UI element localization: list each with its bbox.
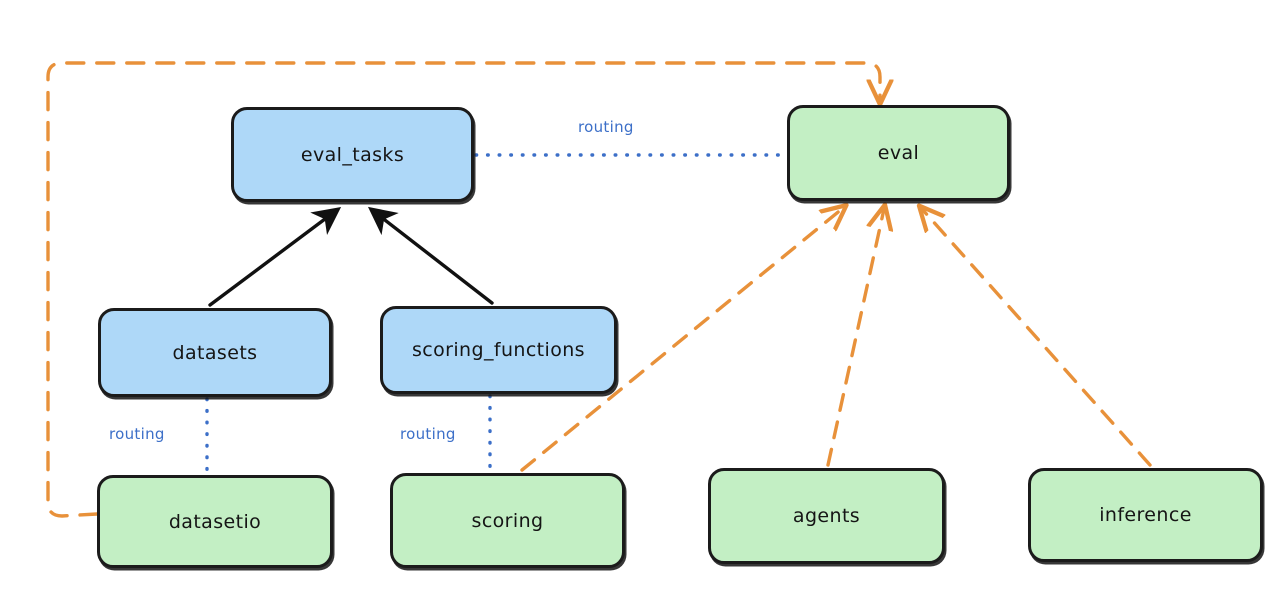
node-label: datasetio bbox=[168, 510, 262, 533]
node-inference[interactable]: inference bbox=[1028, 468, 1263, 562]
node-scoring[interactable]: scoring bbox=[390, 473, 625, 568]
node-label: scoring bbox=[471, 509, 544, 532]
node-label: datasets bbox=[172, 341, 258, 364]
node-label: inference bbox=[1099, 504, 1192, 526]
node-label: agents bbox=[792, 505, 861, 527]
node-scoring-functions[interactable]: scoring_functions bbox=[380, 306, 617, 394]
node-eval-tasks[interactable]: eval_tasks bbox=[231, 107, 474, 202]
edge-inference-to-eval bbox=[922, 209, 1152, 467]
node-label: eval_tasks bbox=[300, 143, 405, 166]
node-agents[interactable]: agents bbox=[708, 468, 945, 564]
edge-label-routing-scoring: routing bbox=[400, 425, 456, 443]
edge-label-routing-eval: routing bbox=[578, 118, 634, 136]
node-datasets[interactable]: datasets bbox=[98, 308, 332, 397]
edge-datasets-to-eval_tasks bbox=[208, 206, 342, 307]
node-label: scoring_functions bbox=[412, 339, 585, 361]
edge-agents-to-eval bbox=[826, 209, 884, 467]
edge-label-routing-datasetio: routing bbox=[109, 425, 165, 443]
edge-scoring_functions-to-eval_tasks bbox=[367, 206, 494, 305]
node-eval[interactable]: eval bbox=[787, 105, 1010, 201]
node-datasetio[interactable]: datasetio bbox=[97, 475, 333, 568]
node-label: eval bbox=[877, 142, 920, 164]
